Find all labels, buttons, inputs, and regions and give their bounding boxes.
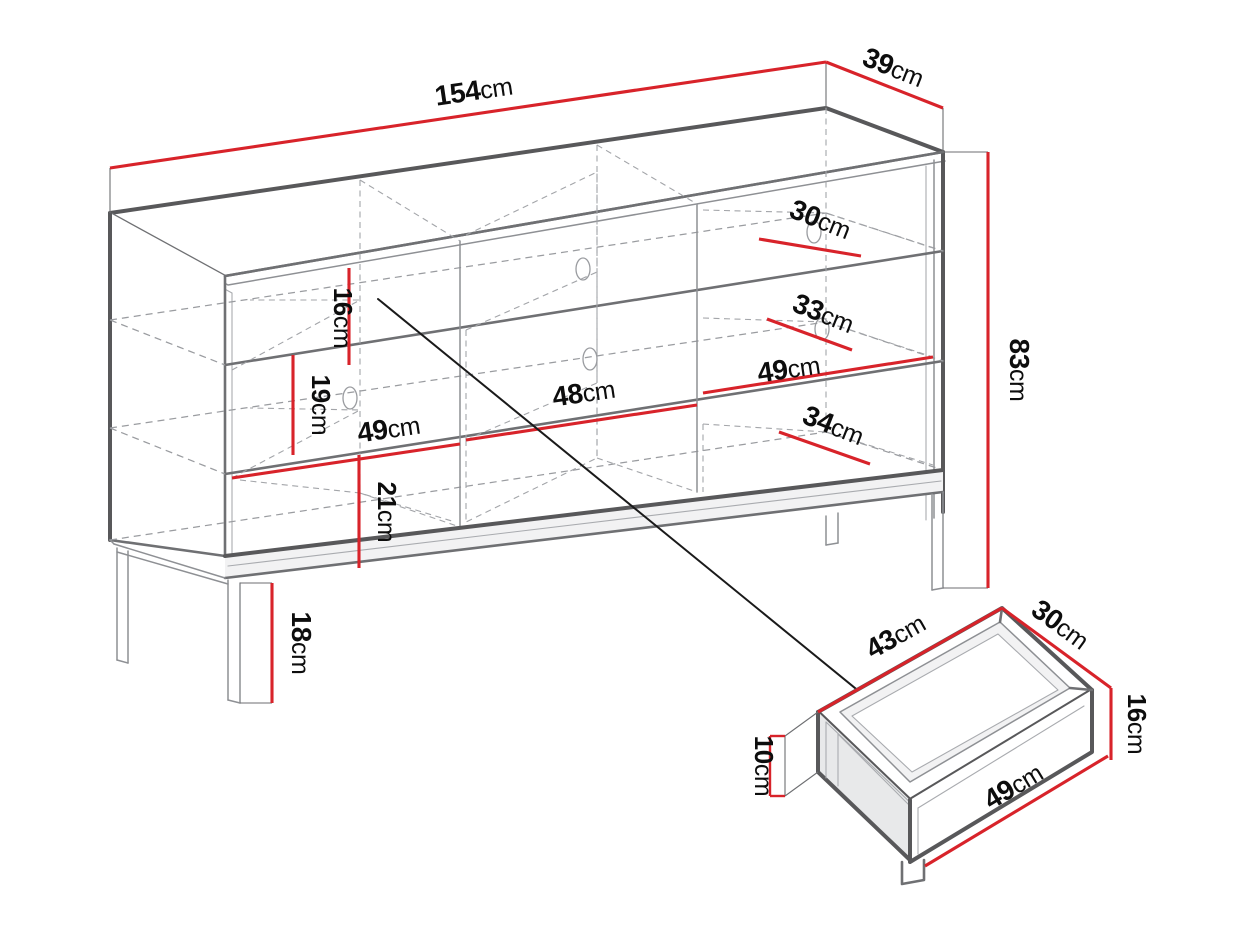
- dimlabel-cabinet-height: 83cm: [1004, 339, 1035, 402]
- dimlabel-center-shelf: 48cm: [550, 373, 617, 413]
- knob-center-door-lower-icon[interactable]: [582, 347, 598, 371]
- dimunit-upper-compartment: cm: [328, 316, 356, 349]
- cabinet-top-surface: [110, 108, 943, 276]
- dimline-right-shelf: [702, 355, 934, 395]
- leg-rail-left-side: [116, 551, 229, 585]
- drawer-front-inner-line: [917, 705, 1085, 809]
- dimunit-right-shelf: cm: [786, 352, 822, 384]
- cabinet-rail-top-edge: [223, 468, 945, 558]
- center-bay-hidden-top: [465, 171, 598, 272]
- dimvalue-right-shelf: 49: [755, 353, 790, 388]
- dimlabel-leg-height: 18cm: [286, 612, 317, 675]
- leg-front-right-foot: [931, 587, 944, 591]
- cabinet-divider-right-top-hidden: [596, 144, 698, 205]
- cabinet-divider-left-bottom-hidden: [359, 492, 461, 528]
- dimvalue-upper-compartment: 16: [328, 288, 358, 316]
- shelf-upper-left-hidden: [109, 319, 226, 366]
- shelf-middle-front-edge: [223, 359, 945, 476]
- shelf-upper-front-edge: [223, 249, 945, 367]
- ext-10-bottom: [784, 771, 819, 797]
- dimline-drawer-front-width: [924, 754, 1109, 868]
- drawer-dimension-annotations: 43cm 30cm 16cm 49cm 10cm: [749, 593, 1152, 868]
- drawer-inner-bottom-edges: [851, 633, 1059, 773]
- dimline-right-lower-depth: [778, 430, 871, 466]
- dimlabel-middle-compartment: 19cm: [306, 375, 336, 436]
- dimlabel-drawer-side-height: 16cm: [1122, 694, 1152, 755]
- dimunit-drawer-side-height: cm: [1122, 722, 1150, 755]
- cabinet-bottom-back-hidden: [109, 431, 827, 541]
- dimline-right-upper-depth: [758, 237, 862, 258]
- leg-back-left-foot: [116, 659, 129, 664]
- dimlabel-lower-compartment: 21cm: [372, 482, 402, 543]
- cabinet-divider-left-top-hidden: [359, 179, 461, 242]
- dimunit-left-shelf: cm: [386, 412, 422, 444]
- cabinet-rail-bottom-edge: [223, 490, 945, 580]
- shelf-middle-back-hidden: [109, 321, 827, 429]
- dimline-drawer-side-length: [817, 606, 1003, 714]
- dimvalue-leg-height: 18: [286, 612, 317, 642]
- dimlabel-upper-compartment: 16cm: [328, 288, 358, 349]
- drawer-front-tab: [900, 858, 926, 886]
- center-bay-hidden-upper: [465, 271, 598, 383]
- cabinet-interior-top-line: [223, 150, 945, 278]
- ext-10-top: [784, 711, 819, 737]
- drawer-left-wall-line2: [837, 733, 921, 817]
- knob-right-door-icon[interactable]: [806, 220, 822, 244]
- drawer-back-wall-thickness: [998, 606, 1004, 624]
- dimvalue-drawer-side-height: 16: [1122, 694, 1152, 722]
- dimunit-lower-compartment: cm: [372, 510, 400, 543]
- dimline-cabinet-width: [109, 60, 827, 170]
- dimvalue-center-shelf: 48: [550, 377, 585, 412]
- dimvalue-cabinet-height: 83: [1004, 339, 1035, 369]
- drawer-detail-drawing: [816, 606, 1094, 886]
- dimlabel-drawer-front-height: 10cm: [749, 736, 779, 797]
- cabinet-leg-frame: [116, 491, 944, 704]
- drawer-right-wall-thickness: [1068, 686, 1094, 692]
- dimvalue-cabinet-width: 154: [433, 74, 483, 111]
- dimline-right-middle-depth: [766, 317, 853, 352]
- cabinet-rail-midline: [227, 480, 942, 567]
- dimline-cabinet-depth: [825, 60, 944, 110]
- drawer-left-outer-wall: [818, 712, 910, 860]
- dimvalue-left-shelf: 49: [355, 413, 390, 448]
- dimlabel-right-shelf: 49cm: [755, 349, 822, 389]
- leg-front-left-foot: [227, 699, 241, 704]
- dimline-left-shelf: [231, 442, 461, 480]
- cabinet-left-side-panel: [110, 213, 225, 556]
- dimunit-drawer-front-height: cm: [749, 764, 777, 797]
- knob-center-door-upper-icon[interactable]: [575, 257, 591, 281]
- drawer-front-face-edges: [908, 688, 1094, 864]
- knob-left-door-icon[interactable]: [342, 386, 358, 410]
- dimunit-center-shelf: cm: [581, 376, 617, 408]
- dimunit-middle-compartment: cm: [306, 403, 334, 436]
- dimunit-cabinet-height: cm: [1004, 369, 1032, 402]
- dimvalue-lower-compartment: 21: [372, 482, 402, 510]
- dimline-drawer-depth: [1001, 606, 1112, 690]
- dimvalue-drawer-front-height: 10: [749, 736, 779, 764]
- shelf-upper-back-hidden: [109, 212, 827, 321]
- drawer-inner-bottom: [852, 634, 1058, 772]
- cabinet-rail-left-return: [113, 543, 226, 579]
- cabinet-drawing: [108, 106, 946, 704]
- dimunit-leg-height: cm: [286, 642, 314, 675]
- cabinet-bottom-right-hidden: [825, 431, 944, 471]
- dimunit-cabinet-width: cm: [478, 73, 514, 105]
- cabinet-left-bottom-edge: [108, 538, 227, 558]
- drawer-front-face: [910, 690, 1092, 862]
- dimvalue-middle-compartment: 19: [306, 375, 336, 403]
- dimline-center-shelf: [465, 403, 698, 442]
- cabinet-rail-left-corner: [109, 539, 115, 545]
- cabinet-divider-right-bottom-hidden: [596, 457, 698, 493]
- dimlabel-cabinet-width: 154cm: [433, 70, 515, 112]
- shelf-middle-right-hidden: [825, 321, 944, 362]
- leg-center-foot: [825, 542, 839, 546]
- dimlabel-left-shelf: 49cm: [355, 409, 422, 449]
- shelf-middle-left-hidden: [109, 427, 226, 475]
